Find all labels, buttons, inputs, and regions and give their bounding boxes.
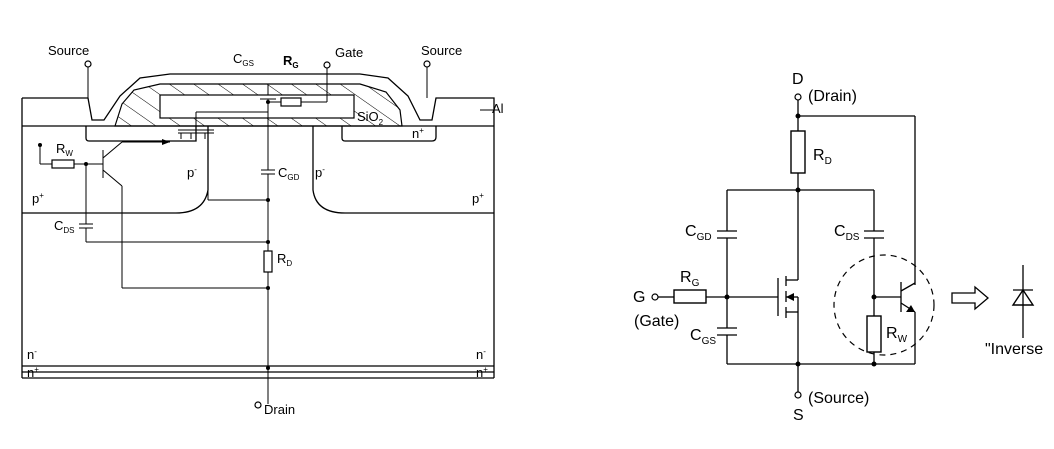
rd-text: RD	[813, 147, 832, 167]
inverse-diode-symbol	[1011, 265, 1035, 338]
n-plus-region-right	[341, 126, 437, 142]
parasitic-bjt-symbol	[874, 282, 916, 364]
source-label-left: Source	[48, 43, 89, 58]
source-text: (Source)	[808, 390, 869, 407]
n-plus-label-right: n+	[476, 365, 488, 380]
gate-input-terminal	[651, 293, 659, 301]
source-metallization	[22, 73, 495, 126]
rw-resistor	[51, 159, 75, 169]
cds-label: CDS	[54, 218, 75, 235]
p-plus-label-left: p+	[32, 191, 44, 206]
n-minus-label-left: n-	[27, 347, 37, 362]
n-minus-label-right: n-	[476, 347, 486, 362]
rg-resistor-section	[280, 97, 302, 107]
al-label: Al	[492, 101, 504, 116]
n-plus-region-left	[85, 126, 197, 142]
rg-resistor	[673, 289, 707, 304]
rd-resistor-section	[263, 250, 273, 273]
gate-terminal	[323, 61, 331, 69]
p-minus-label-right: p-	[315, 165, 325, 180]
p-well-left	[22, 126, 209, 214]
p-minus-label-left: p-	[187, 165, 197, 180]
rw-label: RW	[56, 141, 73, 158]
polysilicon-gate	[159, 94, 355, 119]
inverse-text: "Inverse	[985, 341, 1043, 358]
sio2-label: SiO2	[357, 109, 384, 127]
rw-text: RW	[886, 325, 908, 345]
cgd-label: CGD	[278, 165, 300, 182]
cgs-text: CGS	[690, 327, 716, 347]
cds-capacitor-section	[79, 164, 268, 243]
equivalence-arrow	[951, 285, 990, 311]
source-terminal	[794, 391, 802, 399]
drain-text: (Drain)	[808, 88, 857, 105]
cross-section: Source Source Gate CGS RG SiO2 Al n+ RW …	[21, 43, 504, 417]
source-terminal-right	[423, 60, 431, 68]
p-well-right	[312, 126, 494, 214]
rd-resistor	[790, 130, 806, 174]
parasitic-bjt	[38, 139, 268, 289]
g-letter: G	[633, 289, 645, 306]
internal-mosfet-symbol	[178, 126, 268, 201]
parasitic-bjt-circle	[833, 254, 935, 356]
drain-terminal	[794, 93, 802, 101]
cgs-label: CGS	[233, 51, 254, 68]
rw-resistor-circuit	[866, 315, 882, 353]
drain-label: Drain	[264, 402, 295, 417]
equivalent-circuit: D (Drain) RD CGD CDS RG G (Gate) CGS RW …	[633, 71, 1043, 424]
cgd-text: CGD	[685, 223, 712, 243]
p-plus-label-right: p+	[472, 191, 484, 206]
n-plus-label-left: n+	[27, 365, 39, 380]
source-terminal-left	[84, 60, 92, 68]
source-label-right: Source	[421, 43, 462, 58]
gate-text: (Gate)	[634, 313, 679, 330]
gate-label: Gate	[335, 45, 363, 60]
cds-text: CDS	[834, 223, 860, 243]
n-plus-label-top: n+	[412, 126, 424, 141]
mosfet-symbol	[777, 190, 799, 364]
d-letter: D	[792, 71, 804, 88]
s-letter: S	[793, 407, 804, 424]
drain-vertical-path	[254, 102, 275, 409]
rg-text: RG	[680, 269, 700, 289]
rd-label: RD	[277, 251, 292, 268]
rg-label: RG	[283, 53, 299, 70]
